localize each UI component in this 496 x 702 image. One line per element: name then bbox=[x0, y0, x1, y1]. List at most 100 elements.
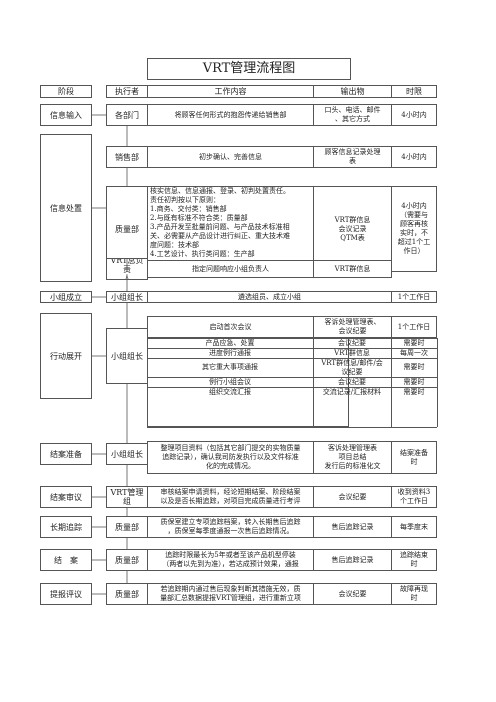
header-executor: 执行者 bbox=[106, 85, 148, 98]
content-line: 若追踪期内通过售后现象判断其措施无效，质 bbox=[160, 585, 301, 593]
content-long-track: 质保室建立专项追踪档案，转入长期售后追踪 ，质保室每季度通报一次售后追踪情况。 bbox=[147, 516, 314, 538]
action-major-time: 需要时 bbox=[403, 363, 425, 371]
output-aftersales-record: 售后追踪记录 bbox=[313, 549, 392, 571]
content-forward-complaint: 将顾客任何形式的抱怨传递给销售部 bbox=[147, 104, 314, 126]
output-customer-record: 顾客信息记录处理 表 bbox=[313, 146, 392, 168]
executor-team-leader: 小组组长 bbox=[106, 443, 148, 465]
output-line: 议纪要 bbox=[341, 367, 363, 376]
rule-line: 核实信息、信息通报、登录、初判处置责任。 bbox=[150, 187, 290, 195]
output-close-prep: 客诉处理管理表 项目总结 发行后的标准化文 bbox=[313, 441, 392, 474]
rule-line: 责任初判按以下原则： bbox=[150, 196, 220, 204]
content-line: 以及是否长期追踪，对项目完成质量进行考评 bbox=[160, 497, 301, 505]
header-content: 工作内容 bbox=[147, 85, 314, 98]
time-4h: 4小时内 bbox=[391, 146, 437, 168]
page-title: VRT管理流程图 bbox=[147, 58, 351, 80]
content-line: 量部汇总数据提报VRT管理组，进行重新立项 bbox=[160, 594, 301, 602]
action-progress-output: VRT群信息 bbox=[334, 348, 370, 357]
content-close: 追踪时限最长为5年或者至该产品机型停装 （两者以先到为准），若达成预计效果，通报 bbox=[147, 549, 314, 571]
executor-line: VRT总负责 bbox=[110, 258, 144, 274]
executor-team-leader: 小组组长 bbox=[106, 291, 148, 303]
output-minutes: 会议纪要 bbox=[313, 486, 392, 508]
time-line: 作日） bbox=[403, 247, 425, 255]
action-routine-output: 会议纪要 bbox=[338, 377, 366, 386]
content-line: 追踪记录），确认我司防发执行以及文件标准 bbox=[162, 453, 299, 461]
action-emergency-output: 会议纪要 bbox=[338, 338, 366, 347]
output-vrt-group: VRT群信息 bbox=[313, 260, 392, 278]
action-emergency: 产品应急、处置 bbox=[205, 338, 255, 347]
time-line: 超过1个工 bbox=[397, 238, 431, 246]
executor-vrt-management: VRT管理组 bbox=[106, 486, 148, 508]
output-channels-line: 、其它方式 bbox=[335, 115, 370, 123]
action-first-meeting-output: 客诉处理管理表、 会议纪要 bbox=[313, 316, 392, 338]
time-quarter-end: 每季度末 bbox=[391, 516, 437, 538]
time-close-review: 收到资料3 个工作日 bbox=[391, 486, 437, 508]
output-channels-line: 口头、电话、邮件 bbox=[324, 106, 381, 114]
stage-close-review: 结案审议 bbox=[40, 486, 92, 508]
time-line: 故障再现 bbox=[400, 585, 428, 593]
executor-team-leader: 小组组长 bbox=[106, 328, 148, 384]
content-build-team: 遴选组员、成立小组 bbox=[147, 291, 392, 303]
time-line: 时 bbox=[410, 560, 418, 568]
executor-vrt-leader: VRT总负责 人 bbox=[106, 258, 148, 280]
action-exchange-report: 组织交流汇报 bbox=[209, 388, 251, 396]
output-line: 顾客信息记录处理 bbox=[324, 148, 381, 156]
action-exchange-time: 需要时 bbox=[403, 388, 425, 396]
time-line: 结案准备 bbox=[400, 448, 428, 457]
content-close-prep: 整理项目资料（包括其它部门提交的实物质量 追踪记录），确认我司防发执行以及文件标… bbox=[147, 441, 314, 474]
stage-close-prep: 结案准备 bbox=[40, 443, 92, 465]
time-line: 顾客再核 bbox=[400, 220, 428, 228]
output-line: 项目总结 bbox=[338, 453, 367, 461]
output-line: VRT群信息/邮件/会 bbox=[321, 358, 383, 367]
content-line: 整理项目资料（包括其它部门提交的实物质量 bbox=[160, 444, 301, 452]
content-line: 化的完成情况。 bbox=[206, 462, 255, 470]
header-stage: 阶段 bbox=[40, 85, 92, 98]
output-line: QTM表 bbox=[340, 233, 365, 242]
action-routine-meeting: 例行小组会议 bbox=[209, 377, 251, 386]
time-line: 4小时内 bbox=[401, 202, 427, 210]
content-line: 质保室建立专项追踪档案，转入长期售后追踪 bbox=[160, 518, 301, 526]
rule-line: 度问题：技术部 bbox=[150, 241, 199, 249]
executor-quality: 质量部 bbox=[106, 549, 148, 571]
executor-line: 人 bbox=[123, 273, 131, 280]
stage-reopen: 提报评议 bbox=[40, 583, 92, 605]
executor-quality: 质量部 bbox=[106, 516, 148, 538]
action-exchange-output: 交流记录/汇报材料 bbox=[322, 388, 382, 396]
action-emergency-time: 需要时 bbox=[403, 338, 425, 347]
rule-line: 3.产品开发至批量前问题、与产品技术标准相 bbox=[150, 223, 290, 231]
time-line: 追踪结束 bbox=[400, 551, 428, 559]
time-line: 实时，不 bbox=[400, 229, 428, 237]
action-progress-time: 每周一次 bbox=[400, 348, 428, 357]
time-line: 时 bbox=[410, 594, 418, 602]
content-reopen: 若追踪期内通过售后现象判断其措施无效，质 量部汇总数据提报VRT管理组，进行重新… bbox=[147, 583, 314, 605]
content-line: （两者以先到为准），若达成预计效果，通报 bbox=[162, 560, 299, 568]
time-close: 追踪结束 时 bbox=[391, 549, 437, 571]
time-line: （需要与 bbox=[400, 211, 428, 219]
time-reopen: 故障再现 时 bbox=[391, 583, 437, 605]
time-line: 收到资料3 bbox=[397, 488, 431, 496]
stage-close: 结 案 bbox=[40, 549, 92, 571]
stage-team-setup: 小组成立 bbox=[40, 291, 92, 303]
action-first-meeting-time: 1个工作日 bbox=[391, 316, 437, 338]
output-line: 客诉处理管理表 bbox=[328, 444, 377, 452]
stage-info-process: 信息处置 bbox=[40, 134, 92, 282]
action-routine-time: 需要时 bbox=[403, 377, 425, 386]
content-line: ，质保室每季度通报一次售后追踪情况。 bbox=[167, 527, 294, 535]
executor-quality: 质量部 bbox=[106, 186, 148, 272]
executor-quality: 质量部 bbox=[106, 583, 148, 605]
content-assign-leader: 指定问题响应小组负责人 bbox=[147, 260, 314, 278]
rule-line: 1.商务、交付类：销售部 bbox=[150, 205, 227, 213]
output-line: 表 bbox=[349, 157, 356, 165]
executor-all-departments: 各部门 bbox=[106, 104, 148, 126]
time-4h: 4小时内 bbox=[391, 104, 437, 126]
output-line: 会议记录 bbox=[338, 224, 367, 233]
executor-sales: 销售部 bbox=[106, 146, 148, 168]
action-progress-report: 进度例行通报 bbox=[209, 348, 251, 357]
content-line: 追踪时限最长为5年或者至该产品机型停装 bbox=[165, 551, 296, 559]
time-1day: 1个工作日 bbox=[391, 291, 437, 303]
time-line: 个工作日 bbox=[400, 497, 428, 505]
stage-info-input: 信息输入 bbox=[40, 104, 92, 126]
output-line: 客诉处理管理表、 bbox=[324, 318, 381, 326]
rule-line: 2.与既有标准不符合类：质量部 bbox=[150, 214, 248, 222]
rule-line: 关、必需要从产品设计进行纠正、重大技术难 bbox=[150, 232, 290, 240]
output-line: 会议纪要 bbox=[338, 327, 367, 335]
